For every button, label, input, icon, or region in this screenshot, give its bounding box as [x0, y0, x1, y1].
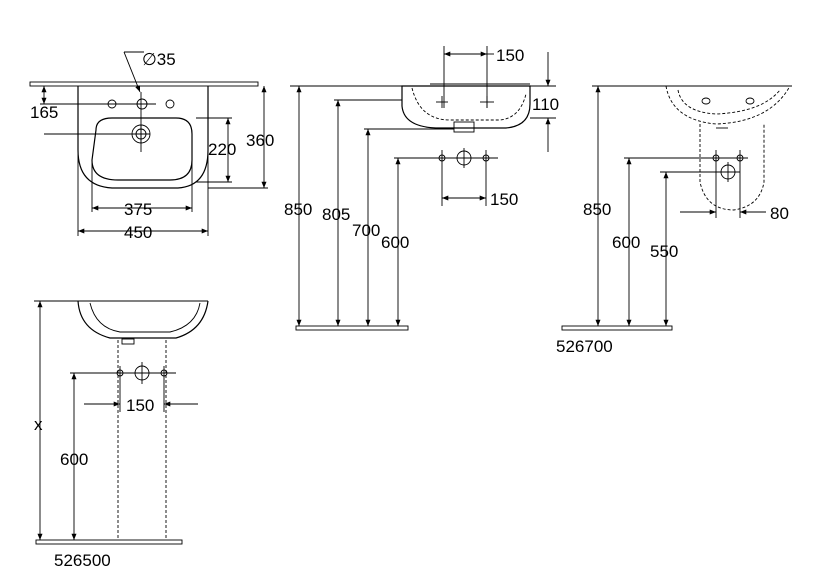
basin-front-inner — [89, 302, 201, 333]
dim-165: 165 — [30, 103, 58, 122]
dim-550: 550 — [650, 242, 678, 261]
product-code-526500: 526500 — [54, 551, 111, 570]
basin-front — [77, 300, 209, 339]
top-view: ∅35 165 220 360 375 450 — [29, 50, 274, 242]
pedestal-view: 150 x 600 526500 — [34, 300, 209, 570]
dim-700: 700 — [352, 221, 380, 240]
semi-pedestal-hidden — [699, 124, 765, 211]
dim-150-pedestal: 150 — [126, 396, 154, 415]
dim-80: 80 — [770, 204, 789, 223]
dim-375: 375 — [124, 200, 152, 219]
product-code-526700: 526700 — [556, 337, 613, 356]
floor-line-semi — [561, 325, 673, 331]
floor-line — [295, 325, 409, 331]
pedestal-hidden — [117, 340, 167, 540]
floor-line-pedestal — [35, 539, 183, 545]
dim-450: 450 — [124, 223, 152, 242]
basin-bowl-hidden — [677, 89, 781, 115]
dim-850: 850 — [284, 200, 312, 219]
basin-side — [401, 85, 531, 129]
dim-600: 600 — [381, 233, 409, 252]
dim-360: 360 — [246, 131, 274, 150]
basin-bowl — [91, 117, 193, 181]
dim-600-semi: 600 — [612, 233, 640, 252]
dim-150-bottom: 150 — [490, 190, 518, 209]
wall-line — [29, 81, 259, 87]
side-view: 150 110 150 850 805 — [284, 46, 559, 331]
dim-150-top: 150 — [496, 46, 524, 65]
waste-outlet — [453, 121, 475, 133]
dim-110: 110 — [532, 95, 559, 114]
dim-220: 220 — [208, 140, 236, 159]
basin-inner-hidden — [411, 87, 527, 121]
tap-hole-right — [165, 99, 175, 109]
basin-front-hidden — [665, 85, 791, 125]
dim-805: 805 — [322, 205, 350, 224]
basin-outline — [77, 86, 209, 189]
dim-600-pedestal: 600 — [60, 450, 88, 469]
dim-x: x — [34, 415, 43, 434]
semi-pedestal-view: 80 850 600 550 526700 — [556, 85, 792, 356]
dim-hole-diameter: ∅35 — [142, 50, 176, 69]
dim-850-semi: 850 — [583, 200, 611, 219]
